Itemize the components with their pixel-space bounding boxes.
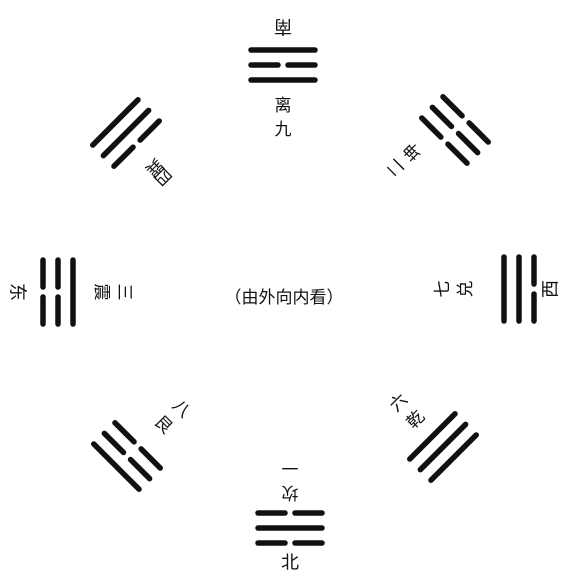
- trigram-zhen-lines: [40, 257, 76, 327]
- trigram-li: 南 离 九: [248, 16, 318, 140]
- trigram-kan-name: 坎: [282, 482, 299, 502]
- trigram-qian-number: 六: [386, 390, 412, 416]
- trigram-kun-line-1-left: [440, 94, 465, 119]
- trigram-zhen-name: 震: [91, 284, 111, 301]
- trigram-qian: 乾 六: [386, 390, 479, 483]
- trigram-gen-line-3-left: [138, 446, 163, 471]
- trigram-xun: 巽 四: [90, 97, 175, 189]
- trigram-li-name: 离: [275, 96, 292, 116]
- trigram-li-number: 九: [275, 120, 292, 140]
- direction-label-west: 西: [541, 280, 562, 298]
- trigram-gen-line-1: [91, 441, 142, 492]
- trigram-dui: 西 兑 七: [433, 254, 562, 324]
- trigram-zhen-number: 三: [114, 284, 134, 301]
- trigram-kun-line-2-left: [429, 104, 455, 130]
- trigram-kun-line-2-right: [455, 130, 481, 156]
- trigram-qian-line-1: [428, 432, 479, 483]
- direction-label-east: 东: [7, 283, 28, 301]
- trigram-kun-lines: [419, 94, 491, 166]
- direction-label-north: 北: [281, 553, 299, 574]
- center-caption: （由外向内看）: [225, 288, 344, 308]
- trigram-qian-name: 乾: [403, 407, 429, 433]
- trigram-kun-line-1-right: [466, 120, 491, 145]
- trigram-kun-line-3-right: [445, 141, 470, 166]
- trigram-gen: 艮 八: [91, 396, 194, 492]
- trigram-gen-name: 艮: [150, 412, 176, 438]
- trigram-gen-number: 八: [168, 396, 194, 422]
- trigram-gen-line-2-left: [127, 456, 153, 482]
- trigram-qian-line-2: [417, 421, 469, 473]
- trigram-qian-lines: [407, 411, 479, 483]
- trigram-li-lines: [248, 47, 318, 83]
- trigram-qian-line-3: [407, 411, 458, 462]
- trigram-kan-number: 一: [282, 457, 299, 477]
- trigram-xun-line-3-right: [137, 118, 162, 143]
- trigram-gen-line-2-right: [101, 430, 127, 456]
- trigram-gen-lines: [91, 420, 163, 492]
- trigram-xun-line-3-left: [111, 144, 136, 169]
- trigram-zhen: 东 震 三: [7, 257, 134, 327]
- direction-label-south: 南: [274, 16, 292, 37]
- trigram-kun-line-3-left: [419, 115, 444, 140]
- trigram-dui-lines: [501, 254, 537, 324]
- trigram-kan: 北 坎 一: [255, 457, 325, 574]
- trigram-dui-name: 兑: [456, 281, 476, 298]
- trigram-kun: 坤 二: [383, 94, 491, 180]
- trigram-kan-lines: [255, 510, 325, 546]
- trigram-gen-line-3-right: [112, 420, 137, 445]
- trigram-xun-line-1: [90, 97, 141, 148]
- trigram-dui-number: 七: [433, 281, 453, 298]
- trigram-xun-line-2: [100, 107, 152, 159]
- trigram-kun-name: 坤: [400, 138, 426, 164]
- trigram-xun-lines: [90, 97, 162, 169]
